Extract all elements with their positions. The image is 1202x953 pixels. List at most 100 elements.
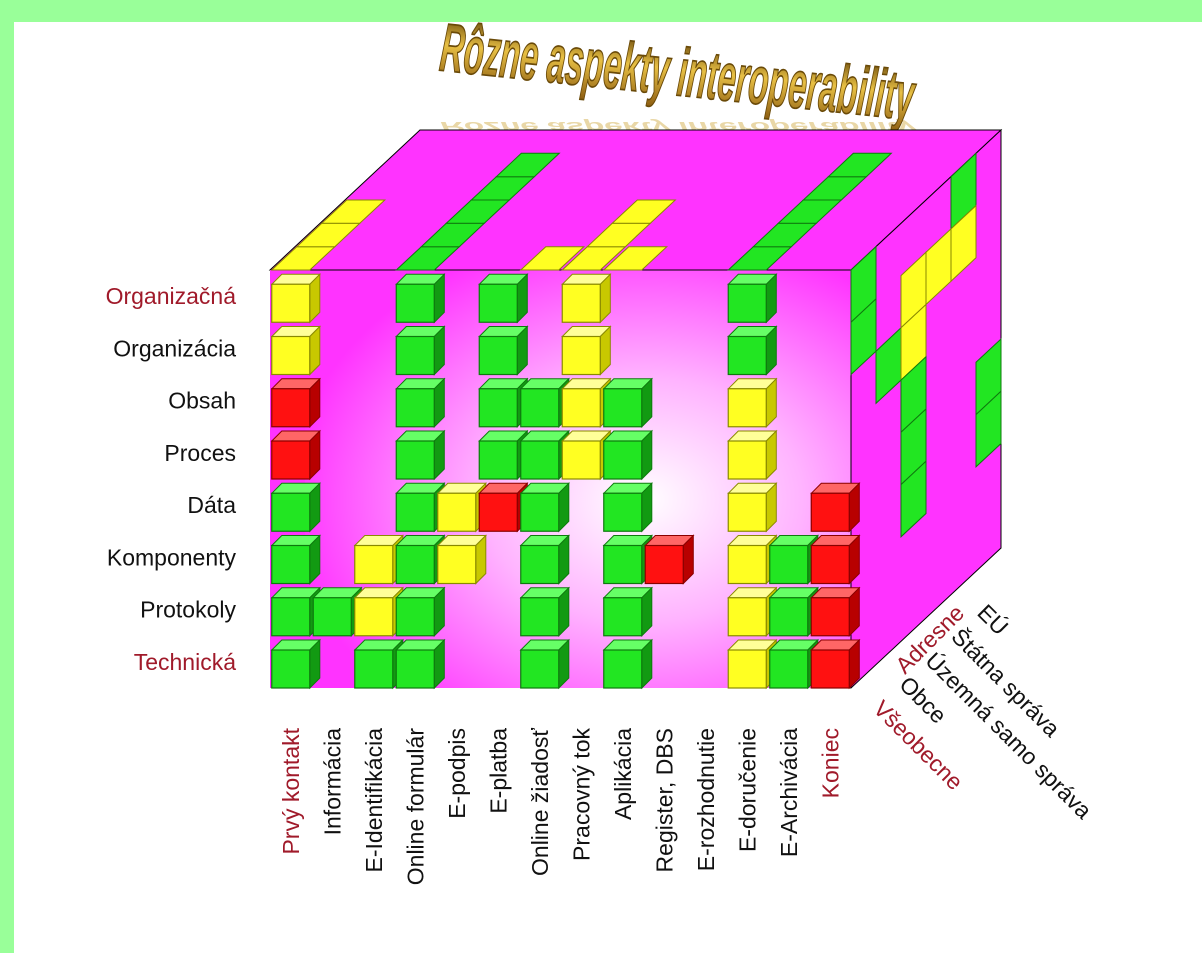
cube-front bbox=[769, 597, 809, 637]
cube-front bbox=[354, 544, 394, 585]
cube-front bbox=[395, 492, 435, 532]
cube-front bbox=[437, 544, 477, 585]
cube-front bbox=[271, 544, 311, 585]
cube-front bbox=[520, 492, 560, 532]
cube-front bbox=[603, 492, 643, 532]
cube-e-dorucenie-protokoly bbox=[727, 586, 778, 638]
column-label-online-formular: Online formulár bbox=[402, 728, 428, 886]
cube-front bbox=[603, 388, 643, 428]
front-face-cubes bbox=[270, 273, 861, 690]
cube-koniec-komponenty bbox=[810, 534, 861, 585]
level-label-komponenty: Komponenty bbox=[107, 544, 237, 570]
cube-front bbox=[520, 649, 560, 689]
cube-front bbox=[727, 335, 767, 376]
level-label-organizacia: Organizácia bbox=[113, 335, 236, 361]
top-cell bbox=[611, 199, 677, 224]
column-label-pracovny-tok: Pracovný tok bbox=[568, 728, 594, 861]
cube-online-ziadost-komponenty bbox=[519, 534, 571, 585]
cube-front bbox=[395, 388, 435, 428]
cube-e-platba-organizacia bbox=[478, 325, 529, 376]
cube-prvy-kontakt-proces bbox=[270, 429, 322, 481]
cube-front bbox=[312, 597, 352, 637]
cube-front bbox=[520, 597, 560, 637]
cube-e-podpis-komponenty bbox=[436, 534, 488, 585]
column-e-archivacia bbox=[768, 534, 820, 690]
column-label-aplikacia: Aplikácia bbox=[610, 728, 636, 820]
cube-front bbox=[727, 544, 767, 585]
column-label-prvy-kontakt: Prvý kontakt bbox=[278, 727, 304, 854]
depth-label-eu: EÚ bbox=[972, 599, 1013, 640]
cube-front bbox=[395, 649, 435, 689]
cube-online-formular-organizacia bbox=[395, 325, 446, 376]
cube-aplikacia-data bbox=[602, 482, 654, 533]
cube-front bbox=[271, 335, 311, 376]
cube-pracovny-tok-proces bbox=[561, 429, 612, 481]
column-label-e-platba: E-platba bbox=[485, 728, 511, 814]
cube-front bbox=[561, 388, 601, 428]
cube-front bbox=[727, 649, 767, 689]
column-label-e-archivacia: E-Archivácia bbox=[776, 728, 802, 857]
top-cell bbox=[495, 152, 561, 178]
vertical-axis-labels: OrganizačnáOrganizáciaObsahProcesDátaKom… bbox=[106, 283, 237, 675]
cube-e-dorucenie-data bbox=[727, 482, 778, 533]
cube-front bbox=[478, 283, 518, 323]
top-strip-e-dorucenie bbox=[727, 152, 893, 271]
cube-front bbox=[727, 283, 767, 323]
top-strip-online-ziadost bbox=[519, 246, 586, 271]
side-cell-adresne-komponenty bbox=[975, 390, 1002, 468]
level-label-organizacna: Organizačná bbox=[106, 283, 237, 309]
side-cell-eu-organizacia bbox=[950, 204, 977, 283]
cube-front bbox=[395, 283, 435, 323]
right-face-cells bbox=[850, 152, 1002, 538]
cube-koniec-technicka bbox=[810, 638, 861, 690]
cube-front bbox=[271, 597, 311, 637]
level-label-proces: Proces bbox=[164, 440, 236, 466]
level-label-protokoly: Protokoly bbox=[140, 597, 236, 623]
cube-online-ziadost-data bbox=[519, 482, 571, 533]
column-label-koniec: Koniec bbox=[817, 728, 843, 798]
column-prvy-kontakt bbox=[270, 273, 322, 690]
column-register-dbs bbox=[644, 534, 695, 585]
level-label-data: Dáta bbox=[187, 492, 236, 518]
column-label-e-dorucenie: E-doručenie bbox=[734, 728, 760, 852]
cube-online-formular-protokoly bbox=[395, 586, 446, 638]
cube-prvy-kontakt-technicka bbox=[270, 638, 322, 690]
cube-pracovny-tok-organizacia bbox=[561, 325, 612, 376]
cube-front bbox=[727, 388, 767, 428]
cube-e-podpis-data bbox=[436, 482, 488, 533]
cube-front bbox=[354, 597, 394, 637]
column-koniec bbox=[810, 482, 861, 690]
cube-front bbox=[520, 544, 560, 585]
cube-front bbox=[810, 649, 850, 689]
cube-front bbox=[727, 440, 767, 480]
top-cell bbox=[827, 152, 893, 178]
cube-aplikacia-technicka bbox=[602, 638, 654, 690]
cube-e-dorucenie-proces bbox=[727, 429, 778, 481]
column-e-platba bbox=[478, 273, 529, 533]
cube-e-archivacia-komponenty bbox=[768, 534, 820, 585]
top-strip-online-formular bbox=[395, 152, 561, 271]
cube-online-formular-proces bbox=[395, 429, 446, 481]
cube-front bbox=[561, 283, 601, 323]
diagram-title: Rôzne aspekty interoperability bbox=[437, 11, 919, 136]
cube-front bbox=[769, 544, 809, 585]
cube-front bbox=[478, 335, 518, 376]
cube-front bbox=[395, 440, 435, 480]
top-strip-prvy-kontakt bbox=[270, 199, 387, 271]
cube-online-formular-komponenty bbox=[395, 534, 446, 585]
cube-online-formular-obsah bbox=[395, 377, 446, 429]
column-label-online-ziadost: Online žiadosť bbox=[527, 728, 553, 876]
cube-front bbox=[271, 388, 311, 428]
cube-e-dorucenie-technicka bbox=[727, 638, 778, 690]
cube-front bbox=[810, 492, 850, 532]
cube-informacia-protokoly bbox=[312, 586, 363, 638]
top-face-cells bbox=[270, 152, 893, 271]
cube-front bbox=[520, 440, 560, 480]
cube-aplikacia-obsah bbox=[602, 377, 654, 429]
cube-e-archivacia-technicka bbox=[768, 638, 820, 690]
cube-aplikacia-proces bbox=[602, 429, 654, 481]
cube-front bbox=[271, 440, 311, 480]
level-label-technicka: Technická bbox=[134, 649, 236, 675]
cube-prvy-kontakt-komponenty bbox=[270, 534, 322, 585]
